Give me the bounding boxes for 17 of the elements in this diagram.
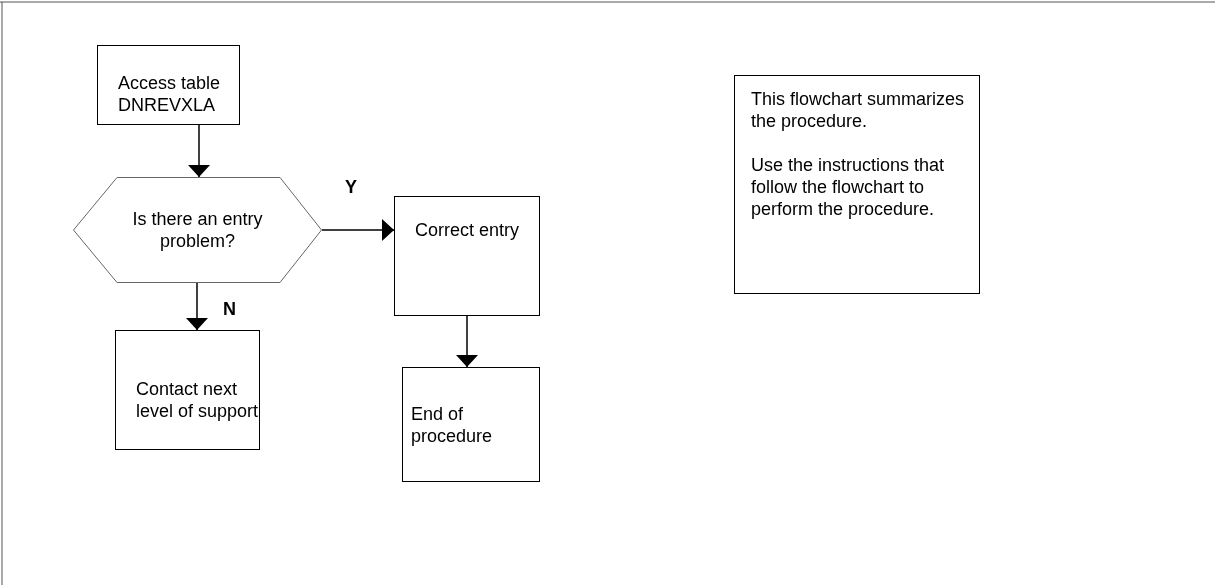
process-box: [97, 45, 240, 125]
node-text: Access table DNREVXLA: [118, 72, 222, 116]
node-text: This flowchart summarizes the procedure.: [751, 88, 966, 132]
node-text: Is there an entry problem?: [131, 208, 264, 252]
arrow: [321, 219, 395, 241]
node-text: Use the instructions that follow the flowchart to perform the procedure.: [751, 154, 946, 220]
arrow: [186, 282, 208, 331]
decision-hexagon: [73, 177, 322, 283]
node-text: Contact next level of support: [136, 378, 259, 422]
node-text: Correct entry: [415, 219, 520, 241]
node-text: End of procedure: [411, 402, 494, 447]
process-box: [115, 330, 260, 450]
arrow: [188, 124, 210, 178]
note-box: [734, 75, 980, 294]
arrow: [456, 315, 478, 368]
process-box: [402, 367, 540, 482]
process-box: [394, 196, 540, 316]
